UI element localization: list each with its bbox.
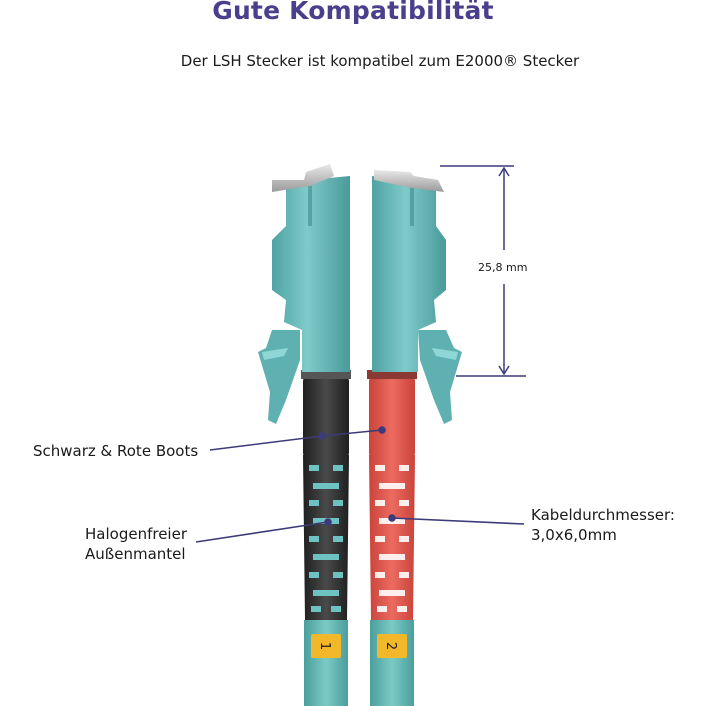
cable-right	[370, 620, 414, 706]
cable-left	[304, 620, 348, 706]
callout-jacket-line1: Halogenfreier	[85, 525, 187, 543]
dimension-marker	[440, 165, 526, 377]
connector-right	[372, 170, 462, 424]
callout-boots: Schwarz & Rote Boots	[33, 442, 199, 460]
boot-black	[303, 377, 349, 620]
cable-label-left	[311, 634, 341, 658]
leader-lines	[195, 426, 525, 543]
callout-diameter-line1: Kabeldurchmesser:	[531, 506, 675, 524]
cable-number-right: 2	[383, 641, 399, 651]
page-subtitle: Der LSH Stecker ist kompatibel zum E2000…	[180, 52, 580, 70]
cable-label-right	[377, 634, 407, 658]
page-title: Gute Kompatibilität	[212, 0, 494, 25]
ring-left	[301, 370, 351, 379]
connector-left	[258, 164, 350, 424]
cable-number-left: 1	[317, 641, 333, 651]
ring-right	[367, 370, 417, 379]
dimension-label: 25,8 mm	[478, 261, 528, 274]
boot-red	[369, 377, 415, 620]
callout-diameter-line2: 3,0x6,0mm	[531, 526, 617, 544]
callout-jacket-line2: Außenmantel	[85, 545, 186, 563]
